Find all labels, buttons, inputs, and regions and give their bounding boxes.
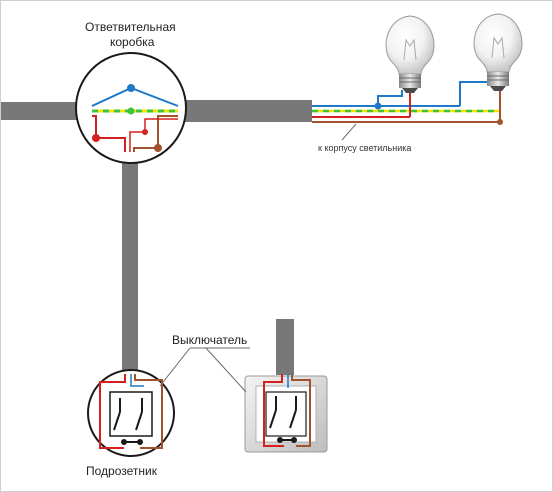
light-bulb-icon: [385, 15, 435, 93]
lamp-housing-label: к корпусу светильника: [318, 143, 412, 153]
switch-label: Выключатель: [172, 333, 248, 347]
lamp-cable: [178, 100, 312, 122]
light-bulb-icon: [473, 13, 523, 91]
double-switch-icon: [109, 391, 153, 445]
junction-box-label-line2: коробка: [110, 35, 155, 49]
junction-wires: [91, 84, 179, 152]
socket-box-wires: [99, 374, 163, 449]
supply-cable: [0, 102, 92, 120]
double-switch-icon: [265, 391, 307, 443]
lamp-wires: [312, 81, 503, 125]
socket-box-label: Подрозетник: [86, 464, 157, 478]
junction-box-label-line1: Ответвительная: [85, 20, 176, 34]
lamp-housing-leader: [341, 123, 357, 141]
switch-plate-cable: [276, 319, 294, 375]
switch-cable: [122, 152, 138, 374]
switch-leaders: [159, 347, 250, 393]
